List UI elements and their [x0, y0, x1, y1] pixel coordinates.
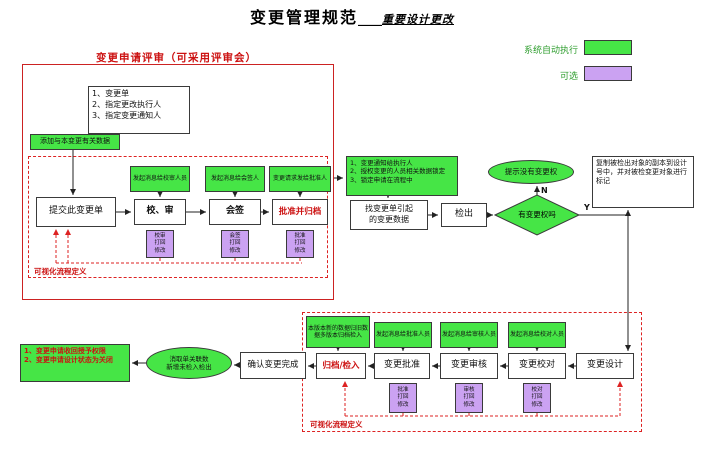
legend-auto-label: 系统自动执行 — [523, 46, 578, 56]
auto-add-related-data: 添加与本变更有关数据 — [30, 134, 120, 150]
page-title: 变更管理规范____重要设计更改 — [0, 4, 704, 28]
node-find-change-data: 找变更单引起 的变更数据 — [350, 200, 428, 230]
node-change-review: 变更审核 — [440, 353, 498, 379]
title-sub: 重要设计更改 — [382, 13, 454, 26]
legend-auto-swatch — [584, 40, 632, 55]
node-change-inputs: 1、变更单 2、指定更改执行人 3、指定变更通知人 — [88, 86, 190, 134]
node-final-close-note: 1、变更申请收回授予权限 2、变更申请设计状态为关闭 — [20, 344, 130, 382]
title-underscore: ____ — [358, 12, 382, 26]
auto-msg-archive-versions: 本版本新的数据归旧数据多版本归档检入 — [306, 316, 370, 348]
auto-msg-approver: 变更请求发给批准人 — [269, 166, 331, 192]
node-checkout: 检出 — [441, 203, 487, 227]
legend-optional-label: 可选 — [559, 72, 578, 82]
auto-msg-review-staff: 发起消息给审核人员 — [440, 322, 498, 348]
auto-notify-lock-data: 1、变更通知给执行人 2、授权变更的人员相关数据锁定 3、锁定申请在流程中 — [346, 156, 458, 196]
optional-check-actions: 校审 打回 修改 — [146, 230, 174, 258]
auto-msg-countersign: 发起消息给会签人 — [205, 166, 265, 192]
decision-yes-label: Y — [584, 203, 590, 212]
node-countersign: 会签 — [209, 199, 261, 225]
optional-approve2-actions: 批准 打回 修改 — [389, 383, 417, 413]
node-copy-to-design-note: 复制被检出对象的副本到设计号中，并对被检变更对象进行标记 — [592, 156, 694, 208]
title-main: 变更管理规范 — [249, 8, 358, 27]
decision-no-label: N — [541, 186, 548, 195]
optional-approve-actions: 批准 打回 修改 — [286, 230, 314, 258]
auto-msg-check-review: 发起消息给校审人员 — [130, 166, 190, 192]
optional-review2-actions: 审核 打回 修改 — [455, 383, 483, 413]
node-cancel-order-links: 消取单关联数 新增未检入检出 — [146, 347, 232, 379]
auto-msg-approve-staff: 发起消息给批准人员 — [374, 322, 432, 348]
legend-optional-swatch — [584, 66, 632, 81]
node-confirm-change-done: 确认变更完成 — [240, 352, 306, 379]
execute-process-label: 可视化流程定义 — [310, 420, 363, 429]
node-change-proofread: 变更校对 — [508, 353, 566, 379]
node-change-design: 变更设计 — [576, 353, 634, 379]
optional-proofread2-actions: 校对 打回 修改 — [523, 383, 551, 413]
review-section-title: 变更申请评审（可采用评审会） — [96, 52, 257, 64]
node-change-approve: 变更批准 — [374, 353, 430, 379]
node-approve-archive: 批准并归档 — [272, 199, 328, 225]
decision-has-permission: 有变更权吗 — [518, 210, 556, 219]
optional-countersign-actions: 会签 打回 修改 — [221, 230, 249, 258]
review-process-label: 可视化流程定义 — [34, 267, 87, 276]
node-check-review: 校、审 — [134, 199, 186, 225]
auto-msg-proofread-staff: 发起消息给校对人员 — [508, 322, 566, 348]
node-no-permission-prompt: 提示没有变更权 — [488, 160, 574, 184]
node-archive-checkin: 归档/检入 — [316, 353, 366, 379]
node-submit-change-order: 提交此变更单 — [36, 197, 116, 227]
review-section-frame — [22, 64, 334, 300]
